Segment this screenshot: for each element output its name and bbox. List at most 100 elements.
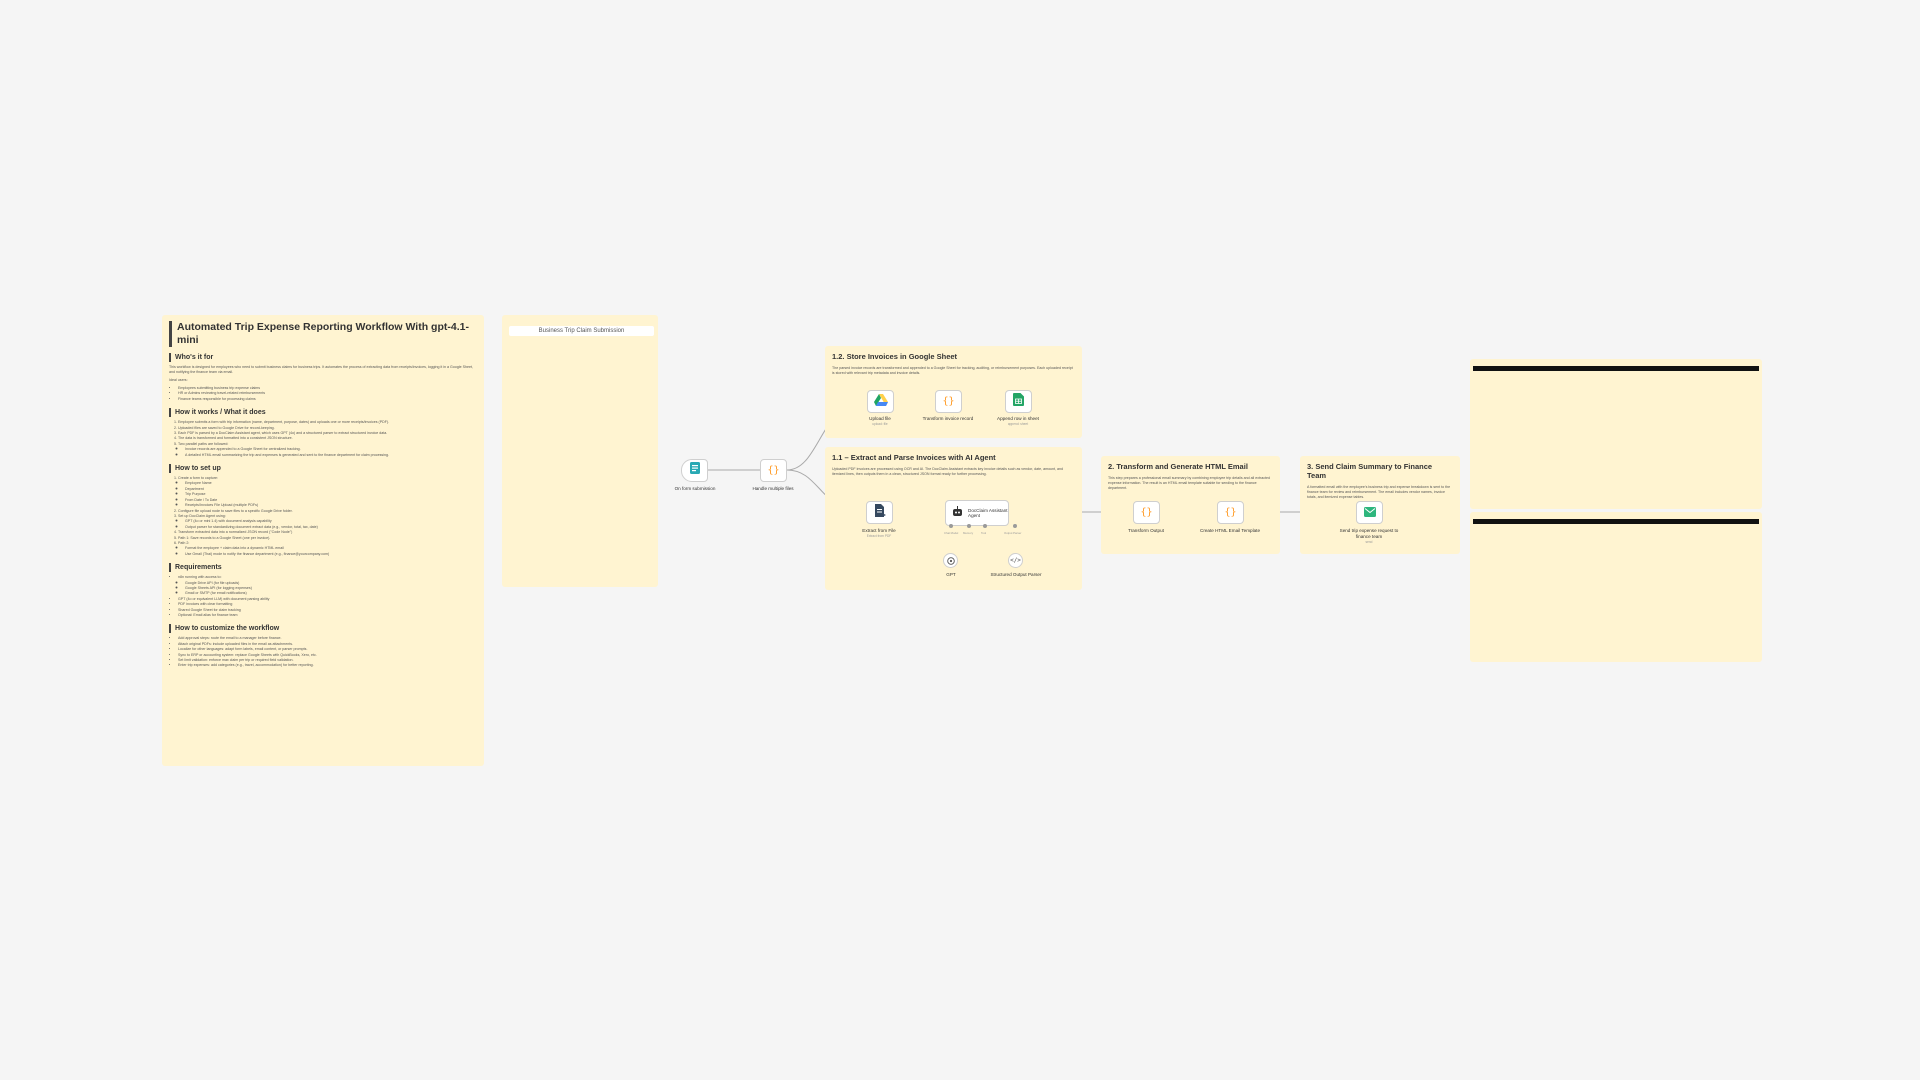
list-item: Localize for other languages: adapt form… [178,647,477,652]
transform-invoice-record-node[interactable]: {} [935,390,962,413]
port-label: Tool [981,531,987,535]
on-form-submission-node[interactable] [681,459,708,482]
note-title: 1.1 – Extract and Parse Invoices with AI… [832,453,996,462]
list-item: Google Sheets API (for logging expenses) [185,586,477,591]
send-trip-expense-node[interactable] [1356,501,1383,524]
list-item: Google Drive API (for file uploads) [185,581,477,586]
node-label: Send trip expense request to finance tea… [1339,528,1399,539]
list-item: Trip Purpose [185,492,477,497]
main-documentation-note[interactable]: Automated Trip Expense Reporting Workflo… [162,315,484,766]
code-icon: {} [1140,507,1153,518]
code-icon: {} [1224,507,1237,518]
list-item: Set limit validation: enforce max claim … [178,658,477,663]
google-sheets-icon [1013,392,1024,411]
node-label: Extract from File [862,528,896,533]
note-title: 2. Transform and Generate HTML Email [1108,462,1248,471]
note-description: A formatted email with the employee's bu… [1307,485,1451,499]
node-label: Transform invoice record [922,416,974,421]
list-item: Use Gmail (Thai) mode to notify the fina… [185,552,477,557]
list-item: Department [185,487,477,492]
form-sticky-note[interactable] [502,315,658,587]
agent-tool-port[interactable] [983,524,987,528]
list-item: Path 2: Format the employee + claim data… [178,541,477,557]
redacted-bar [1473,519,1759,524]
list-item: PDF invoices with clear formatting [178,602,477,607]
create-html-email-node[interactable]: {} [1217,501,1244,524]
section-heading-setup: How to set up [169,464,477,474]
upload-file-node[interactable] [867,390,894,413]
list-item: Optional: Email alias for finance team [178,613,477,618]
note-description: This step prepares a professional email … [1108,476,1270,490]
list-item: Each PDF is parsed by a DocClaim Assista… [178,431,477,436]
list-item: GPT (4o or equivalent LLM) with document… [178,597,477,602]
section-heading-requirements: Requirements [169,563,477,573]
note-title: 1.2. Store Invoices in Google Sheet [832,352,958,361]
node-label: On form submission [674,486,716,491]
code-icon: {} [942,396,955,407]
gpt-node[interactable] [943,553,958,568]
list-item: Transform extracted data into a normaliz… [178,530,477,535]
note-description: Uploaded PDF invoices are processed usin… [832,467,1064,476]
handle-multiple-files-node[interactable]: {} [760,459,787,482]
note-title: 3. Send Claim Summary to Finance Team [1307,462,1433,480]
form-icon [688,461,702,480]
code-icon: {} [767,465,780,476]
node-subtitle: Extract from PDF [866,534,892,538]
list-item: Two parallel paths are followed: Invoice… [178,442,477,458]
list-item-text: n8n running with access to: [178,575,222,580]
extract-from-file-node[interactable] [866,501,893,524]
list-item: Add approval steps: route the email to a… [178,636,477,641]
right-sticky-note-bottom[interactable] [1470,512,1762,662]
list-item: Sync to ERP or accounting system: replac… [178,653,477,658]
transform-output-node[interactable]: {} [1133,501,1160,524]
robot-icon [952,504,963,522]
list-item: The data is transformed and formatted in… [178,436,477,441]
node-label: Structured Output Parser [990,572,1042,577]
transform-email-note[interactable]: 2. Transform and Generate HTML Email Thi… [1101,456,1280,554]
structured-output-parser-node[interactable]: </> [1008,553,1023,568]
node-label: GPT [946,572,956,577]
agent-output-parser-port[interactable] [1013,524,1017,528]
append-row-node[interactable] [1005,390,1032,413]
email-icon [1363,504,1376,522]
form-title-label: Business Trip Claim Submission [509,326,654,336]
openai-icon [946,552,955,570]
code-brackets-icon: </> [1010,557,1021,564]
port-label: Memory [963,531,974,535]
port-label: Chat Model [944,531,959,535]
node-label: Create HTML Email Template [1200,528,1260,533]
node-label: Transform Output [1128,528,1164,533]
node-subtitle: send [1365,540,1373,544]
list-item: From Date / To Date [185,498,477,503]
node-subtitle: append: sheet [1007,422,1029,426]
list-item: Finance teams responsible for processing… [178,397,477,402]
google-drive-icon [873,393,888,411]
list-item: Set up DocClaim Agent using: GPT (4o or … [178,514,477,530]
list-item: Format the employee + claim data into a … [185,546,477,551]
agent-chat-model-port[interactable] [949,524,953,528]
list-item: Output parser for standardizing document… [185,525,477,530]
node-subtitle: upload: file [872,422,888,426]
list-item: Employees submitting business trip expen… [178,386,477,391]
section-heading-who: Who's it for [169,353,477,362]
section-paragraph: This workflow is designed for employees … [169,365,474,374]
list-item: Create a form to capture: Employee Name … [178,476,477,508]
docclaim-agent-node[interactable]: DocClaim Assistant Agent [945,500,1009,526]
node-label: Append row in sheet [997,416,1039,421]
section-heading-customize: How to customize the workflow [169,624,477,634]
list-item-text: Set up DocClaim Agent using: [178,513,226,518]
list-item: Attach original PDFs: include uploaded f… [178,642,477,647]
list-item-text: Two parallel paths are followed: [178,441,229,446]
section-paragraph: Ideal users: [169,378,188,382]
list-item: Invoice records are appended to a Google… [185,447,477,452]
right-sticky-note-top[interactable] [1470,359,1762,509]
file-extract-icon [874,503,886,522]
list-item: Employee submits a form with trip inform… [178,420,477,425]
list-item: GPT (4o or mini 1.4) with document analy… [185,519,477,524]
section-heading-how-it-works: How it works / What it does [169,408,477,418]
agent-label: DocClaim Assistant Agent [968,507,1008,519]
list-item: HR or Admins reviewing travel-related re… [178,391,477,396]
agent-memory-port[interactable] [967,524,971,528]
node-label: Upload file [869,416,891,421]
